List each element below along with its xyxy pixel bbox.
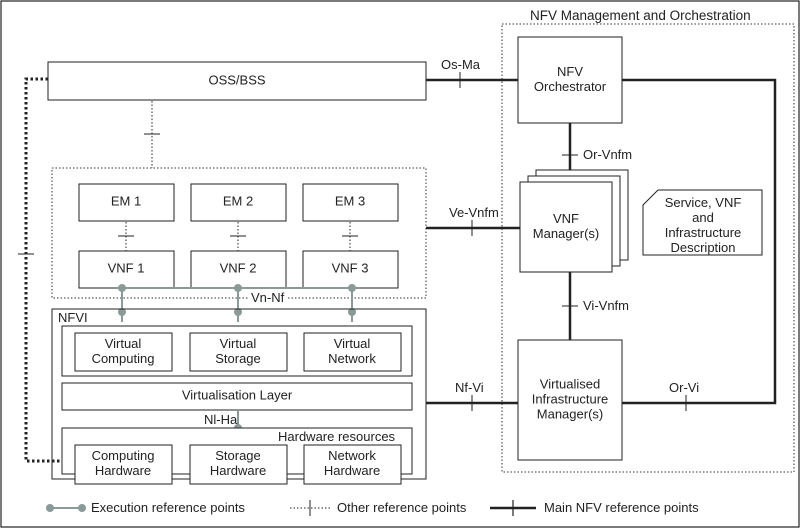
em-3-label: EM 3 xyxy=(334,193,366,209)
vnf-1-box xyxy=(78,250,175,289)
legend-other-glyph xyxy=(290,500,330,516)
vim-label: Virtualised Infrastructure Manager(s) xyxy=(531,376,609,422)
virtual-computing-box xyxy=(74,332,173,372)
nfv-orchestrator-box xyxy=(517,36,623,124)
service-description-label: Service, VNF and Infrastructure Descript… xyxy=(664,195,742,255)
vnf-manager-box xyxy=(519,181,613,273)
virtual-network-label: Virtual Network xyxy=(328,336,376,366)
virtualisation-layer-box xyxy=(61,382,413,411)
vnf-manager-label: VNF Manager(s) xyxy=(532,211,600,241)
service-description-document xyxy=(642,189,763,256)
nf-vi-label: Nf-Vi xyxy=(455,380,484,395)
vn-nf-execution-points xyxy=(118,284,356,322)
virtual-storage-box xyxy=(189,332,288,372)
os-ma-label: Os-Ma xyxy=(441,57,480,72)
computing-hardware-box xyxy=(74,444,173,485)
network-hardware-label: Network Hardware xyxy=(323,448,381,478)
virtual-computing-label: Virtual Computing xyxy=(91,336,155,366)
em-3-box xyxy=(302,183,399,222)
legend-other-label: Other reference points xyxy=(337,500,467,515)
network-hardware-box xyxy=(303,444,402,485)
em-1-label: EM 1 xyxy=(110,193,142,209)
virtualisation-layer-label: Virtualisation Layer xyxy=(181,387,293,403)
main-reference-lines xyxy=(426,72,777,411)
legend-execution-label: Execution reference points xyxy=(91,500,245,515)
nfvi-title: NFVI xyxy=(58,310,88,325)
vnf-1-label: VNF 1 xyxy=(107,260,145,276)
storage-hardware-label: Storage Hardware xyxy=(209,448,267,478)
oss-bss-box xyxy=(47,61,427,101)
nfv-mano-title: NFV Management and Orchestration xyxy=(530,8,751,23)
virtual-storage-label: Virtual Storage xyxy=(215,336,261,366)
or-vi-label: Or-Vi xyxy=(669,380,700,395)
oss-bss-label: OSS/BSS xyxy=(208,72,266,88)
nfv-orchestrator-label: NFV Orchestrator xyxy=(533,64,607,94)
or-vnfm-label: Or-Vnfm xyxy=(583,147,633,162)
vnf-2-box xyxy=(190,250,287,289)
storage-hardware-box xyxy=(189,444,288,485)
nfv-mano-container xyxy=(501,23,795,473)
oss-to-hardware-dotted-line xyxy=(24,77,62,463)
hardware-resources-title: Hardware resources xyxy=(278,429,396,444)
vim-box xyxy=(517,339,623,461)
vnf-2-label: VNF 2 xyxy=(219,260,257,276)
vi-vnfm-label: Vi-Vnfm xyxy=(583,298,629,313)
nl-ha-label: Nl-Ha xyxy=(204,412,238,427)
em-2-label: EM 2 xyxy=(222,193,254,209)
legend-main-label: Main NFV reference points xyxy=(544,500,699,515)
ve-vnfm-label: Ve-Vnfm xyxy=(449,205,499,220)
em-2-box xyxy=(190,183,287,222)
em-1-box xyxy=(78,183,175,222)
legend-main-glyph xyxy=(490,500,536,516)
vnf-3-box xyxy=(302,250,399,289)
vnf-3-label: VNF 3 xyxy=(331,260,369,276)
vn-nf-label: Vn-Nf xyxy=(249,290,287,306)
virtual-network-box xyxy=(303,332,402,372)
legend-execution-glyph xyxy=(46,504,86,512)
computing-hardware-label: Computing Hardware xyxy=(91,448,155,478)
